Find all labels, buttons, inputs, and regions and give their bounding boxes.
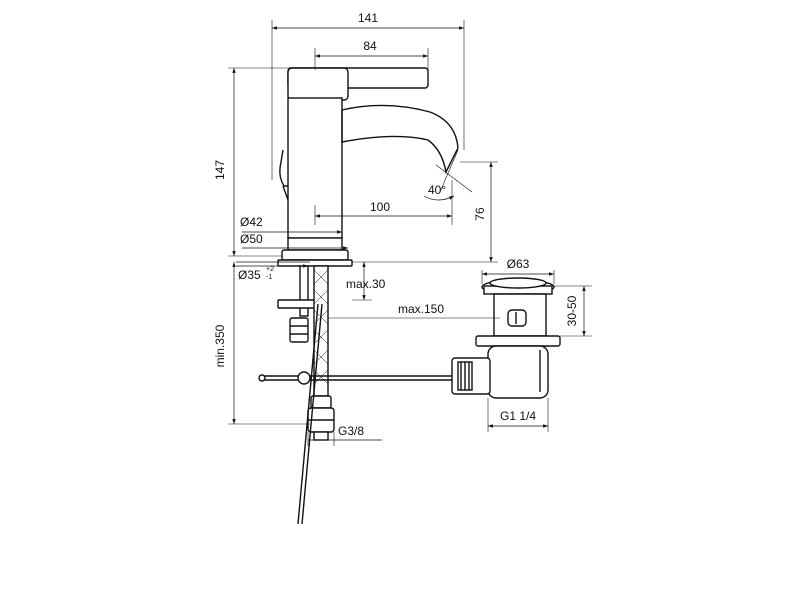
dim-max-rod: max.150 bbox=[328, 302, 500, 319]
dim-label-84: 84 bbox=[363, 39, 377, 53]
dim-waste-thread: G1 1/4 bbox=[487, 398, 549, 432]
deck-plate bbox=[281, 249, 349, 261]
dim-max-deck: max.30 bbox=[346, 262, 386, 301]
handle-cap bbox=[287, 67, 349, 101]
dim-overall-width: 141 bbox=[271, 11, 465, 180]
dim-label-100: 100 bbox=[370, 200, 390, 214]
dim-label-d50: Ø50 bbox=[240, 232, 263, 246]
dim-label-30-50: 30-50 bbox=[565, 295, 579, 326]
dim-label-g114: G1 1/4 bbox=[500, 409, 536, 423]
dim-label-d35: Ø35 bbox=[238, 268, 261, 282]
dim-waste-diameter: Ø63 bbox=[481, 257, 555, 284]
dim-connection: G3/8 bbox=[307, 424, 382, 446]
dim-label-g38: G3/8 bbox=[338, 424, 364, 438]
dim-waste-range: 30-50 bbox=[554, 285, 592, 337]
waste-locknut bbox=[475, 335, 561, 347]
waste-body bbox=[487, 345, 549, 399]
dim-label-max150: max.150 bbox=[398, 302, 444, 316]
mounting-assembly bbox=[277, 265, 323, 343]
dim-spout-angle: 40° bbox=[423, 149, 473, 201]
dim-spout-projection: 100 bbox=[314, 180, 453, 225]
dim-label-40deg: 40° bbox=[428, 183, 446, 197]
dim-label-147: 147 bbox=[213, 160, 227, 180]
dim-spout-height: 76 bbox=[352, 161, 498, 263]
linkage-clamp bbox=[297, 371, 311, 385]
dim-min-length: min.350 bbox=[213, 262, 310, 425]
dim-base-diameter: Ø50 bbox=[240, 232, 348, 250]
dim-label-141: 141 bbox=[358, 11, 378, 25]
dim-hole-diameter: Ø35 +2 -1 bbox=[236, 261, 310, 282]
mounting-nut bbox=[289, 317, 309, 343]
popup-rod-knob bbox=[279, 149, 288, 187]
dim-label-76: 76 bbox=[473, 207, 487, 221]
dim-body-diameter: Ø42 bbox=[240, 215, 342, 234]
drain-linkage bbox=[258, 371, 468, 385]
spout bbox=[341, 104, 459, 175]
dim-label-min350: min.350 bbox=[213, 324, 227, 367]
dim-tol-plus: +2 bbox=[266, 266, 274, 273]
popup-rod bbox=[297, 303, 319, 525]
faucet-body bbox=[277, 67, 459, 267]
dim-label-d42: Ø42 bbox=[240, 215, 263, 229]
flexible-hose bbox=[307, 265, 335, 441]
dim-label-max30: max.30 bbox=[346, 277, 386, 291]
dim-spout-reach: 84 bbox=[314, 39, 429, 70]
waste-assembly bbox=[451, 277, 561, 399]
dim-label-d63: Ø63 bbox=[507, 257, 530, 271]
dim-tol-minus: -1 bbox=[266, 274, 272, 281]
dim-overall-height: 147 bbox=[213, 67, 290, 257]
